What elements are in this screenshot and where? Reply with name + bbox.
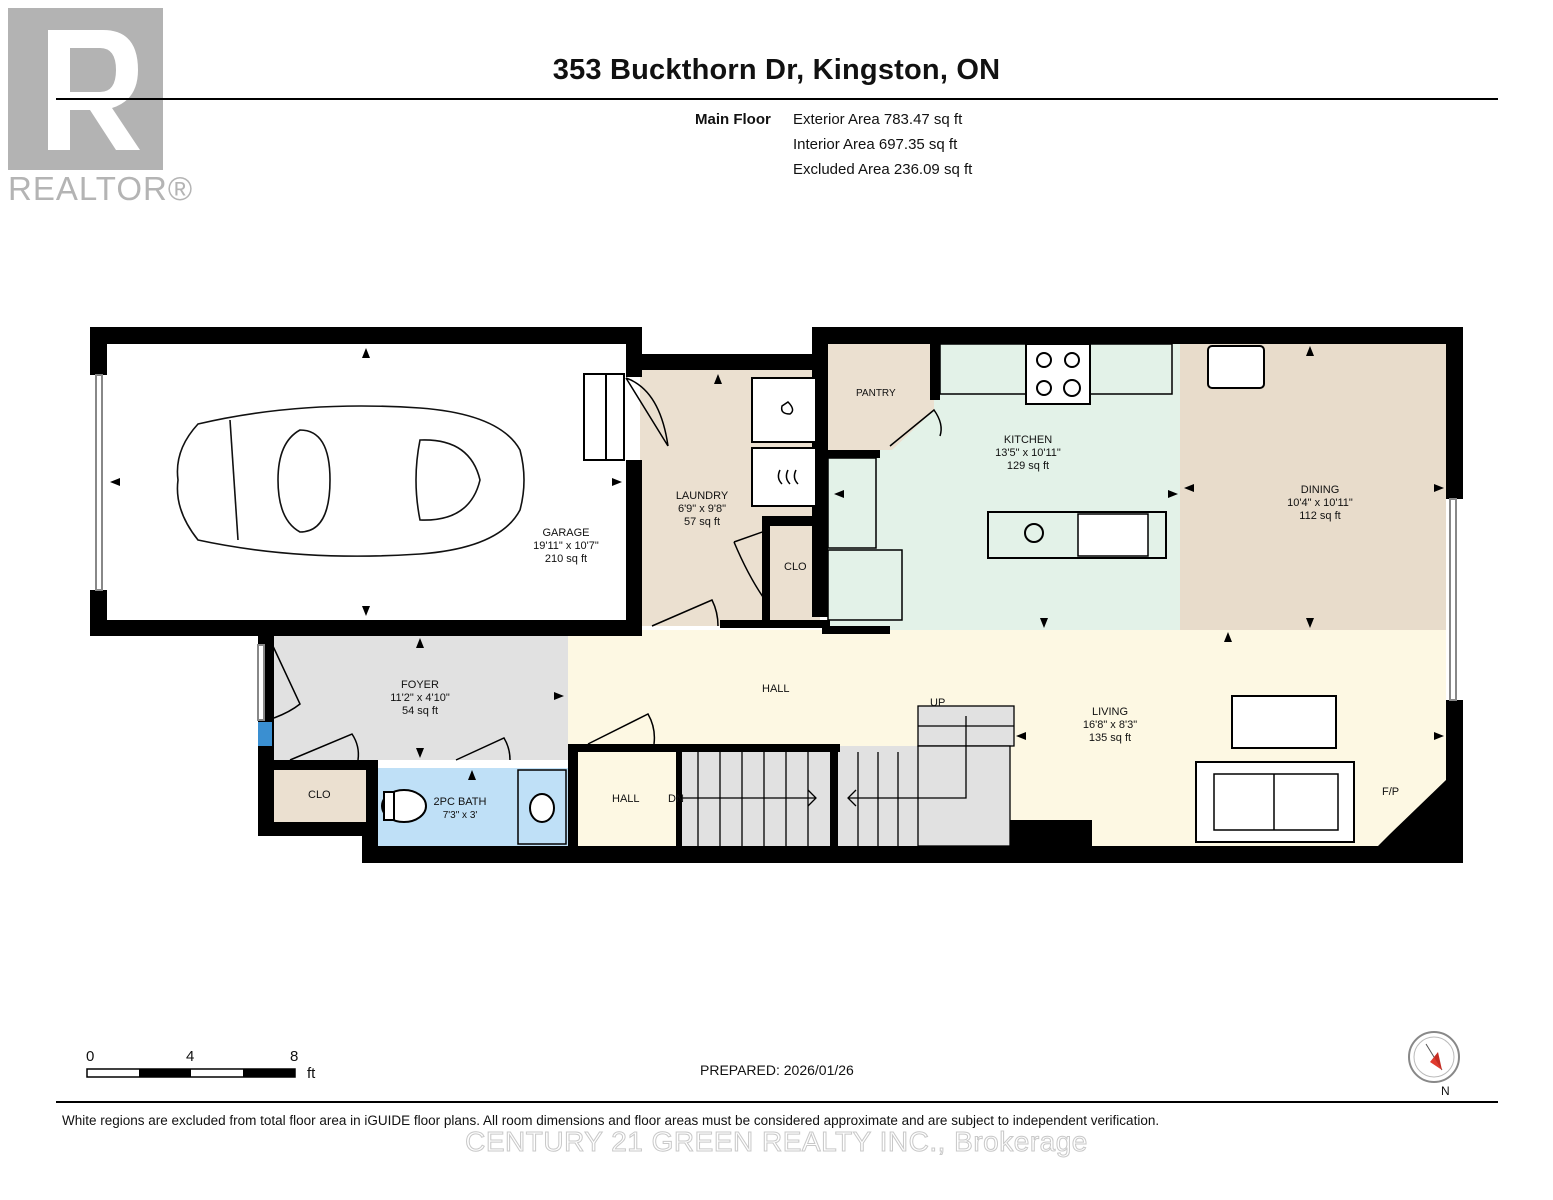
stairs [682, 705, 1015, 847]
property-address-title: 353 Buckthorn Dr, Kingston, ON [552, 54, 1001, 86]
stove-icon [1025, 343, 1091, 405]
dining-floor [1180, 344, 1446, 630]
excluded-area: Excluded Area 236.09 sq ft [793, 161, 973, 178]
room-foyer-dims: 11'2" x 4'10" [390, 692, 450, 704]
scale-bar-graphic [86, 1068, 296, 1078]
floor-label: Main Floor [695, 111, 771, 128]
room-dining-name: DINING [1300, 484, 1340, 496]
room-laundry-area: 57 sq ft [683, 516, 721, 528]
room-laundry: LAUNDRY 6'9" x 9'8" 57 sq ft [652, 490, 752, 529]
footer-divider [56, 1101, 1498, 1103]
room-bath-name: 2PC BATH [433, 796, 487, 808]
windows [95, 374, 1457, 721]
room-kitchen-dims: 13'5" x 10'11" [995, 447, 1061, 459]
pantry-floor-overlay [828, 344, 934, 450]
scale-zero: 0 [86, 1048, 95, 1065]
scale-max: 8 [290, 1048, 299, 1065]
label-fireplace: F/P [1382, 786, 1400, 798]
room-laundry-dims: 6'9" x 9'8" [677, 503, 727, 515]
car-icon [176, 405, 525, 557]
clo-foyer-floor [274, 770, 366, 822]
realtor-logo [8, 8, 168, 208]
label-stairs-up: UP [930, 697, 946, 709]
room-living: LIVING 16'8" x 8'3" 135 sq ft [1050, 706, 1170, 745]
room-foyer-area: 54 sq ft [401, 705, 439, 717]
scale-mid: 4 [186, 1048, 195, 1065]
room-garage: GARAGE 19'11" x 10'7" 210 sq ft [506, 527, 626, 566]
room-kitchen-name: KITCHEN [1003, 434, 1053, 446]
header-divider [56, 98, 1498, 100]
dining-fixture [1207, 345, 1265, 389]
room-dining-area: 112 sq ft [1299, 510, 1341, 522]
washer-icon [780, 401, 794, 415]
room-dining-dims: 10'4" x 10'11" [1287, 497, 1353, 509]
walls [90, 327, 1463, 863]
label-pantry: PANTRY [856, 388, 896, 399]
prepared-date: PREPARED: 2026/01/26 [700, 1062, 854, 1078]
brokerage-watermark: CENTURY 21 GREEN REALTY INC., Brokerage [465, 1126, 1088, 1158]
label-clo-laundry: CLO [784, 561, 807, 573]
room-garage-name: GARAGE [542, 527, 590, 539]
label-clo-foyer: CLO [308, 789, 331, 801]
room-bath: 2PC BATH 7'3" x 3' [410, 796, 510, 822]
realtor-wordmark: REALTOR® [8, 170, 194, 207]
scale-unit: ft [307, 1065, 316, 1082]
label-hall-lower: HALL [612, 793, 640, 805]
exterior-area: Exterior Area 783.47 sq ft [793, 111, 963, 128]
bath-sink-icon [529, 793, 555, 823]
room-kitchen: KITCHEN 13'5" x 10'11" 129 sq ft [968, 434, 1088, 473]
room-bath-dims: 7'3" x 3' [442, 810, 478, 821]
room-laundry-name: LAUNDRY [675, 490, 729, 502]
compass-icon [1408, 1031, 1460, 1083]
foyer-floor [274, 636, 568, 760]
sink-icon [1077, 513, 1149, 557]
realtor-r-icon [8, 8, 163, 170]
room-foyer-name: FOYER [401, 679, 439, 691]
room-dining: DINING 10'4" x 10'11" 112 sq ft [1260, 484, 1380, 523]
room-garage-dims: 19'11" x 10'7" [533, 540, 599, 552]
room-living-name: LIVING [1091, 706, 1129, 718]
hall-lower-floor [576, 750, 678, 846]
room-living-dims: 16'8" x 8'3" [1082, 719, 1138, 731]
room-foyer: FOYER 11'2" x 4'10" 54 sq ft [360, 679, 480, 718]
laundry-appliances [751, 377, 817, 507]
clo-laundry-floor [770, 526, 820, 610]
label-stairs-down: DN [668, 793, 684, 805]
compass-north-label: N [1441, 1084, 1450, 1098]
room-garage-area: 210 sq ft [544, 553, 588, 565]
dryer-icon [777, 469, 799, 485]
label-hall-main: HALL [762, 683, 790, 695]
door-swings [271, 377, 942, 761]
room-kitchen-area: 129 sq ft [1006, 460, 1050, 472]
room-living-area: 135 sq ft [1088, 732, 1132, 744]
coffee-table [1231, 695, 1337, 749]
interior-area: Interior Area 697.35 sq ft [793, 136, 958, 153]
disclaimer: White regions are excluded from total fl… [62, 1113, 1160, 1128]
dimension-arrows [110, 346, 1444, 780]
